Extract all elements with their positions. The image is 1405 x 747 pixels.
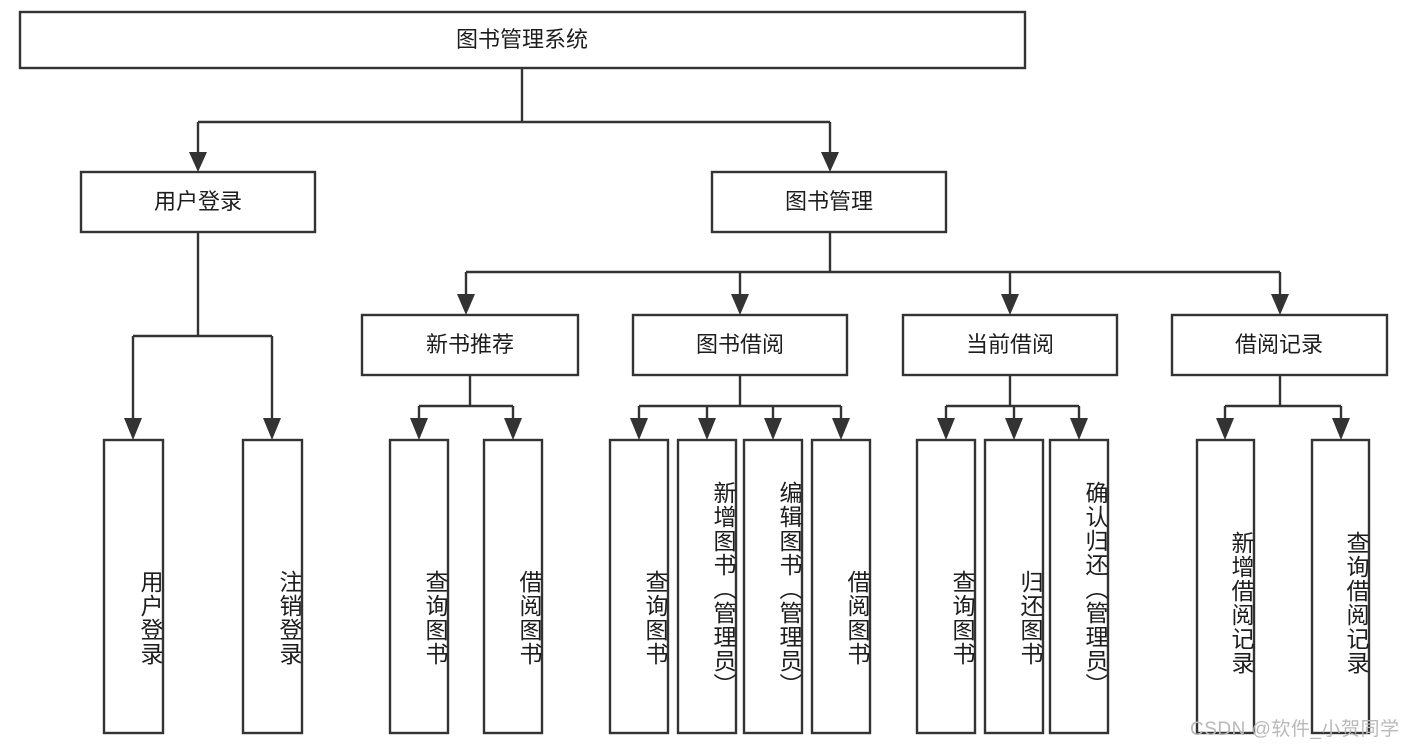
node-borrow-record-label: 借阅记录: [1235, 332, 1323, 357]
arrowhead-leaf-query-book-2: [630, 418, 648, 440]
arrowhead-new-book-rec: [457, 294, 475, 315]
node-leaf-user-login[interactable]: [102, 438, 165, 735]
arrowhead-leaf-query-book-1: [410, 418, 428, 440]
node-current-borrow-label: 当前借阅: [966, 332, 1054, 357]
node-leaf-borrow-book-1[interactable]: [482, 438, 544, 735]
arrowhead-leaf-borrow-book-2: [832, 418, 850, 440]
node-leaf-query-book-1[interactable]: [388, 438, 450, 735]
node-book-manage[interactable]: [710, 170, 948, 234]
node-leaf-query-book-3[interactable]: [915, 438, 977, 735]
arrowhead-current-borrow: [1001, 294, 1019, 315]
arrowhead-leaf-return-book: [1005, 418, 1023, 440]
node-current-borrow[interactable]: [901, 313, 1119, 377]
node-borrow-record[interactable]: [1170, 313, 1389, 377]
arrowhead-leaf-confirm-return: [1070, 418, 1088, 440]
node-layer: 图书管理系统 用户登录 图书管理 新书推荐 图书借阅 当前借阅 借阅记录: [18, 10, 1389, 735]
node-book-manage-label: 图书管理: [785, 189, 873, 214]
node-leaf-query-book-2[interactable]: [608, 438, 670, 735]
node-book-borrow-label: 图书借阅: [696, 332, 784, 357]
arrowhead-book-borrow: [731, 294, 749, 315]
connector-layer: [124, 68, 1350, 440]
node-new-book-rec[interactable]: [360, 313, 580, 377]
arrowhead-borrow-record: [1271, 294, 1289, 315]
node-new-book-rec-label: 新书推荐: [426, 332, 514, 357]
node-leaf-confirm-return[interactable]: [1048, 438, 1110, 735]
arrowhead-user-login: [189, 152, 207, 172]
node-leaf-logout[interactable]: [241, 438, 304, 735]
node-leaf-borrow-book-2[interactable]: [810, 438, 872, 735]
arrowhead-leaf-user-login: [124, 418, 142, 440]
arrowhead-leaf-add-book: [698, 418, 716, 440]
csdn-watermark: CSDN @软件_小贺同学: [1190, 719, 1400, 740]
node-leaf-add-record[interactable]: [1195, 438, 1256, 735]
node-book-borrow[interactable]: [631, 313, 849, 377]
arrowhead-leaf-edit-book: [764, 418, 782, 440]
node-leaf-add-book[interactable]: [676, 438, 738, 735]
arrowhead-leaf-query-book-3: [937, 418, 955, 440]
node-root-label: 图书管理系统: [456, 27, 588, 52]
arrowhead-book-manage: [821, 152, 839, 172]
node-leaf-edit-book[interactable]: [742, 438, 804, 735]
node-user-login-label: 用户登录: [154, 189, 242, 214]
arrowhead-leaf-logout: [263, 418, 281, 440]
node-root[interactable]: [18, 10, 1027, 70]
node-leaf-return-book[interactable]: [983, 438, 1045, 735]
node-leaf-query-record[interactable]: [1310, 438, 1371, 735]
arrowhead-leaf-borrow-book-1: [504, 418, 522, 440]
arrowhead-leaf-query-record: [1332, 418, 1350, 440]
node-user-login[interactable]: [79, 170, 317, 234]
arrowhead-leaf-add-record: [1216, 418, 1234, 440]
